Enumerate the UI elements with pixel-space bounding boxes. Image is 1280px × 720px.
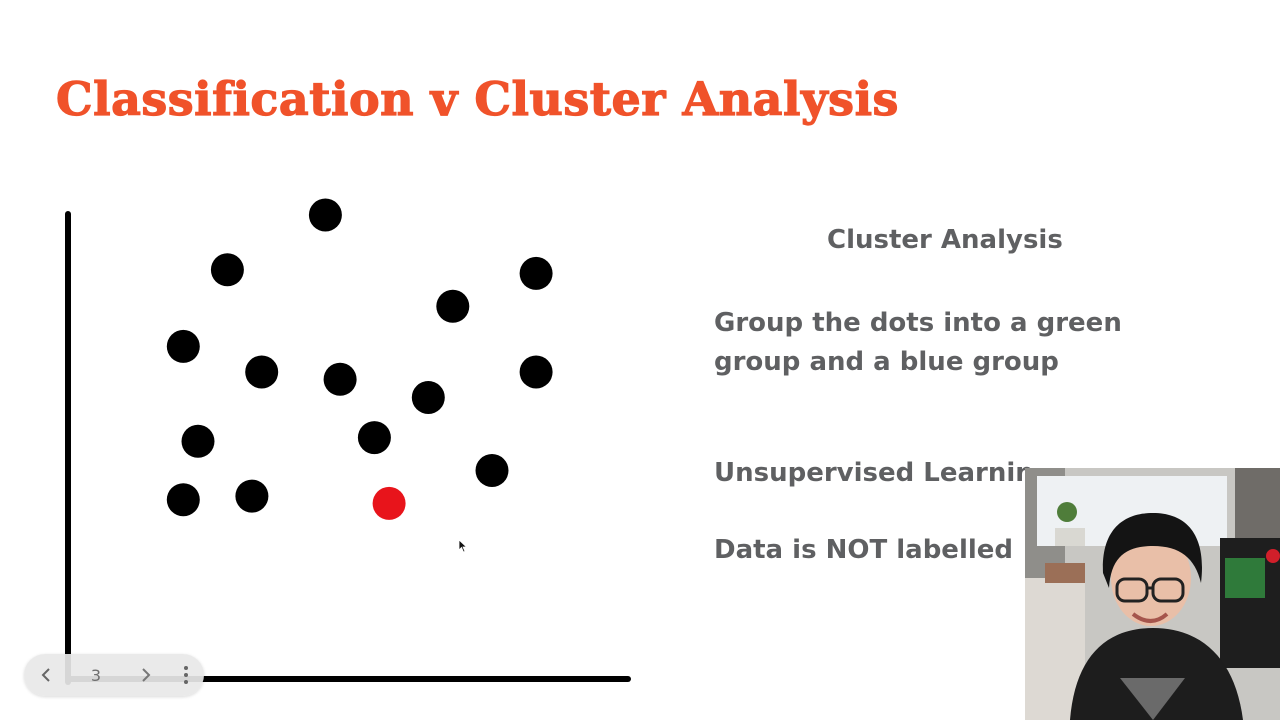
panel-instruction: Group the dots into a green group and a … (714, 308, 1122, 377)
data-point (210, 253, 244, 287)
data-point (411, 381, 445, 414)
more-vertical-icon (184, 666, 188, 684)
slide-title: Classification v Cluster Analysis (55, 71, 899, 126)
data-point (235, 479, 269, 513)
data-point (475, 454, 509, 487)
chevron-right-icon (142, 668, 151, 682)
data-point (519, 256, 553, 290)
scatter-plot (65, 198, 631, 685)
data-point (166, 329, 200, 363)
data-point (436, 289, 470, 323)
panel-data-note: Data is NOT labelled (714, 535, 1014, 565)
panel-heading: Cluster Analysis (827, 225, 1063, 255)
slide-navigation: 3 (24, 654, 204, 696)
data-point (166, 483, 200, 517)
page-number: 3 (90, 665, 102, 685)
mouse-cursor-icon (458, 538, 468, 557)
data-point (357, 421, 391, 455)
presenter-webcam (1025, 468, 1280, 720)
data-point (181, 424, 215, 458)
highlighted-data-point (372, 486, 406, 520)
scatter-points (166, 198, 553, 520)
data-point (245, 355, 279, 389)
data-point (519, 355, 553, 389)
data-point (323, 362, 357, 396)
panel-learning-type: Unsupervised Learnin (714, 458, 1034, 488)
next-slide-button[interactable] (124, 654, 168, 696)
previous-slide-button[interactable] (24, 654, 68, 696)
chevron-left-icon (41, 668, 50, 682)
more-options-button[interactable] (168, 654, 204, 696)
presenter-video-frame (1025, 468, 1280, 720)
data-point (308, 198, 342, 232)
